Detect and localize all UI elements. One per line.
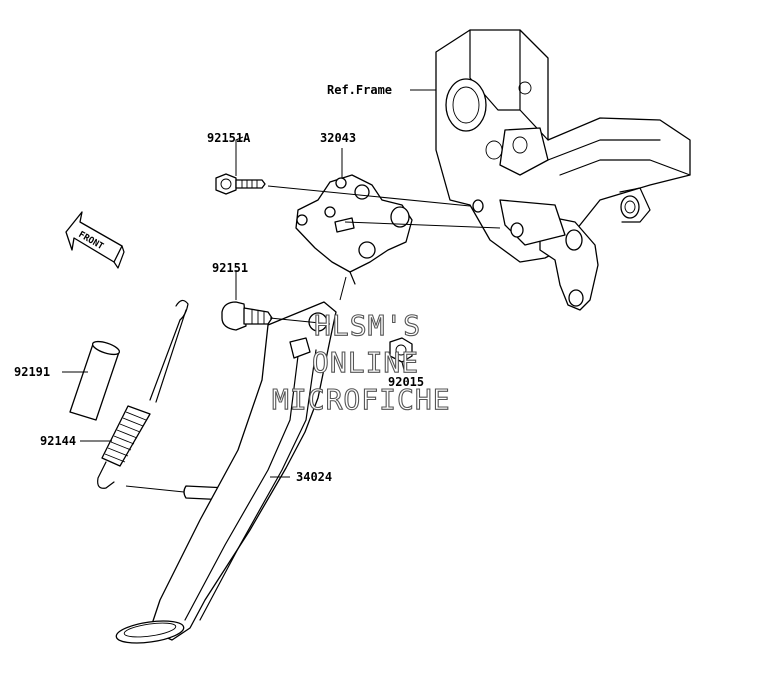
front-arrow: FRONT bbox=[65, 211, 125, 269]
bolt-92151 bbox=[221, 301, 273, 331]
leader-lines bbox=[62, 89, 501, 493]
spring-92144 bbox=[97, 299, 189, 489]
label-92151: 92151 bbox=[212, 261, 248, 275]
label-92191: 92191 bbox=[14, 365, 50, 379]
watermark-line-3: MICROFICHE bbox=[272, 383, 451, 416]
label-ref-frame: Ref.Frame bbox=[327, 83, 392, 97]
frame-reference bbox=[435, 29, 691, 311]
bolt-92151a bbox=[215, 173, 266, 195]
watermark-line-1: HLSM'S bbox=[314, 309, 421, 342]
label-92144: 92144 bbox=[40, 434, 76, 448]
bracket-32043 bbox=[295, 174, 413, 285]
label-34024: 34024 bbox=[296, 470, 332, 484]
label-92151a: 92151A bbox=[207, 131, 251, 145]
sidestand-34024 bbox=[115, 301, 337, 644]
label-92015: 92015 bbox=[388, 375, 424, 389]
watermark-line-2: ONLINE bbox=[312, 346, 419, 379]
label-32043: 32043 bbox=[320, 131, 356, 145]
sleeve-92191 bbox=[69, 340, 121, 421]
watermark: HLSM'S ONLINE MICROFICHE bbox=[271, 308, 451, 416]
nut-92015 bbox=[389, 337, 413, 363]
